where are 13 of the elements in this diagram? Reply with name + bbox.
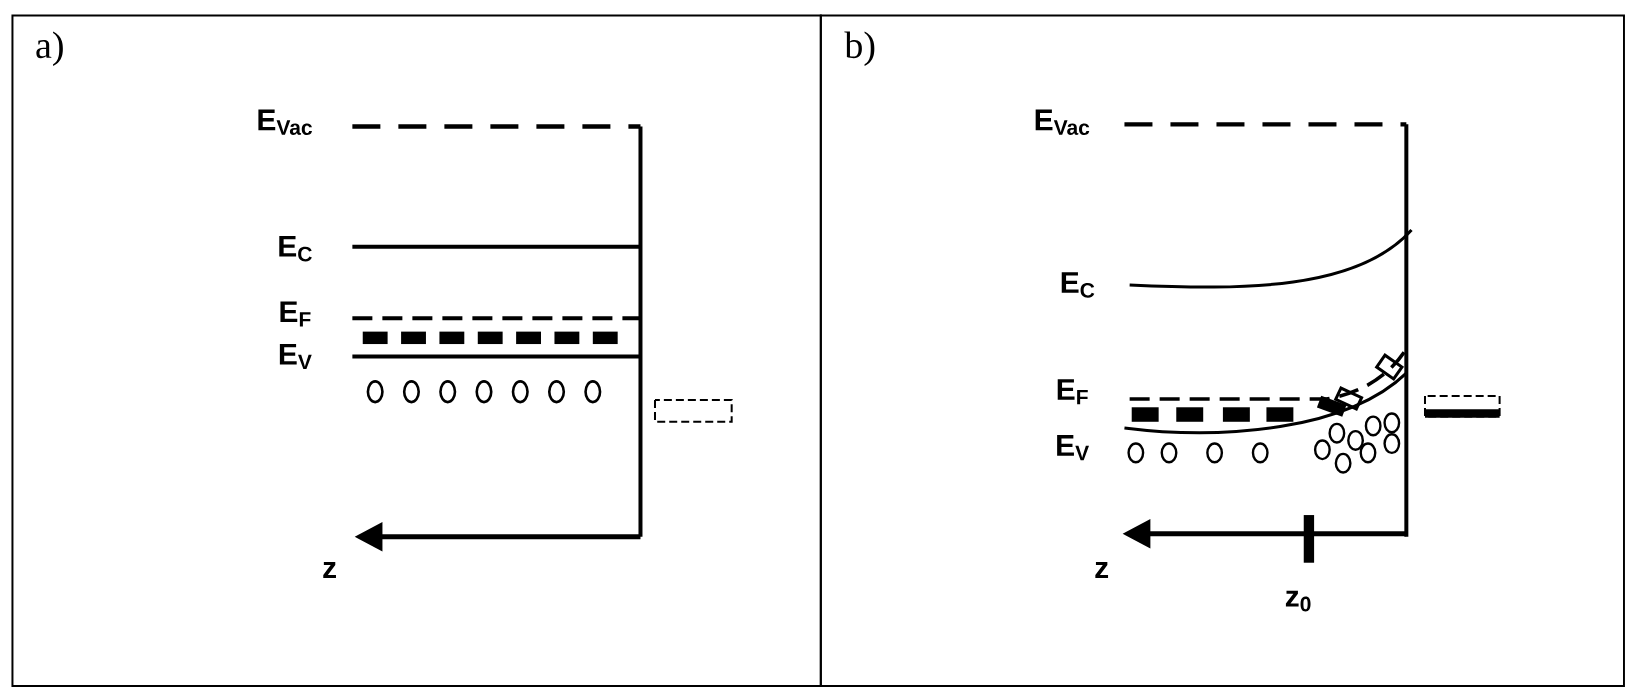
panel-label: a) xyxy=(36,31,63,66)
axis-label: z xyxy=(323,562,336,578)
energy-level-label: E$_{V}$ xyxy=(1057,435,1089,461)
energy-level-label: E$_{C}$ xyxy=(279,235,312,262)
energy-level-label: E$_{F}$ xyxy=(280,301,311,327)
panel-label: b) xyxy=(844,31,875,66)
energy-level-label: E$_{F}$ xyxy=(1057,379,1088,405)
axis-label: z xyxy=(1095,562,1109,578)
energy-level-label: E$_{Vac}$ xyxy=(258,109,312,135)
energy-level-label: E$_{Vac}$ xyxy=(1035,109,1090,135)
energy-level-label: E$_{V}$ xyxy=(279,343,312,370)
energy-level-label: E$_{C}$ xyxy=(1061,272,1095,298)
axis-label: z$_{0}$ xyxy=(1285,590,1311,612)
